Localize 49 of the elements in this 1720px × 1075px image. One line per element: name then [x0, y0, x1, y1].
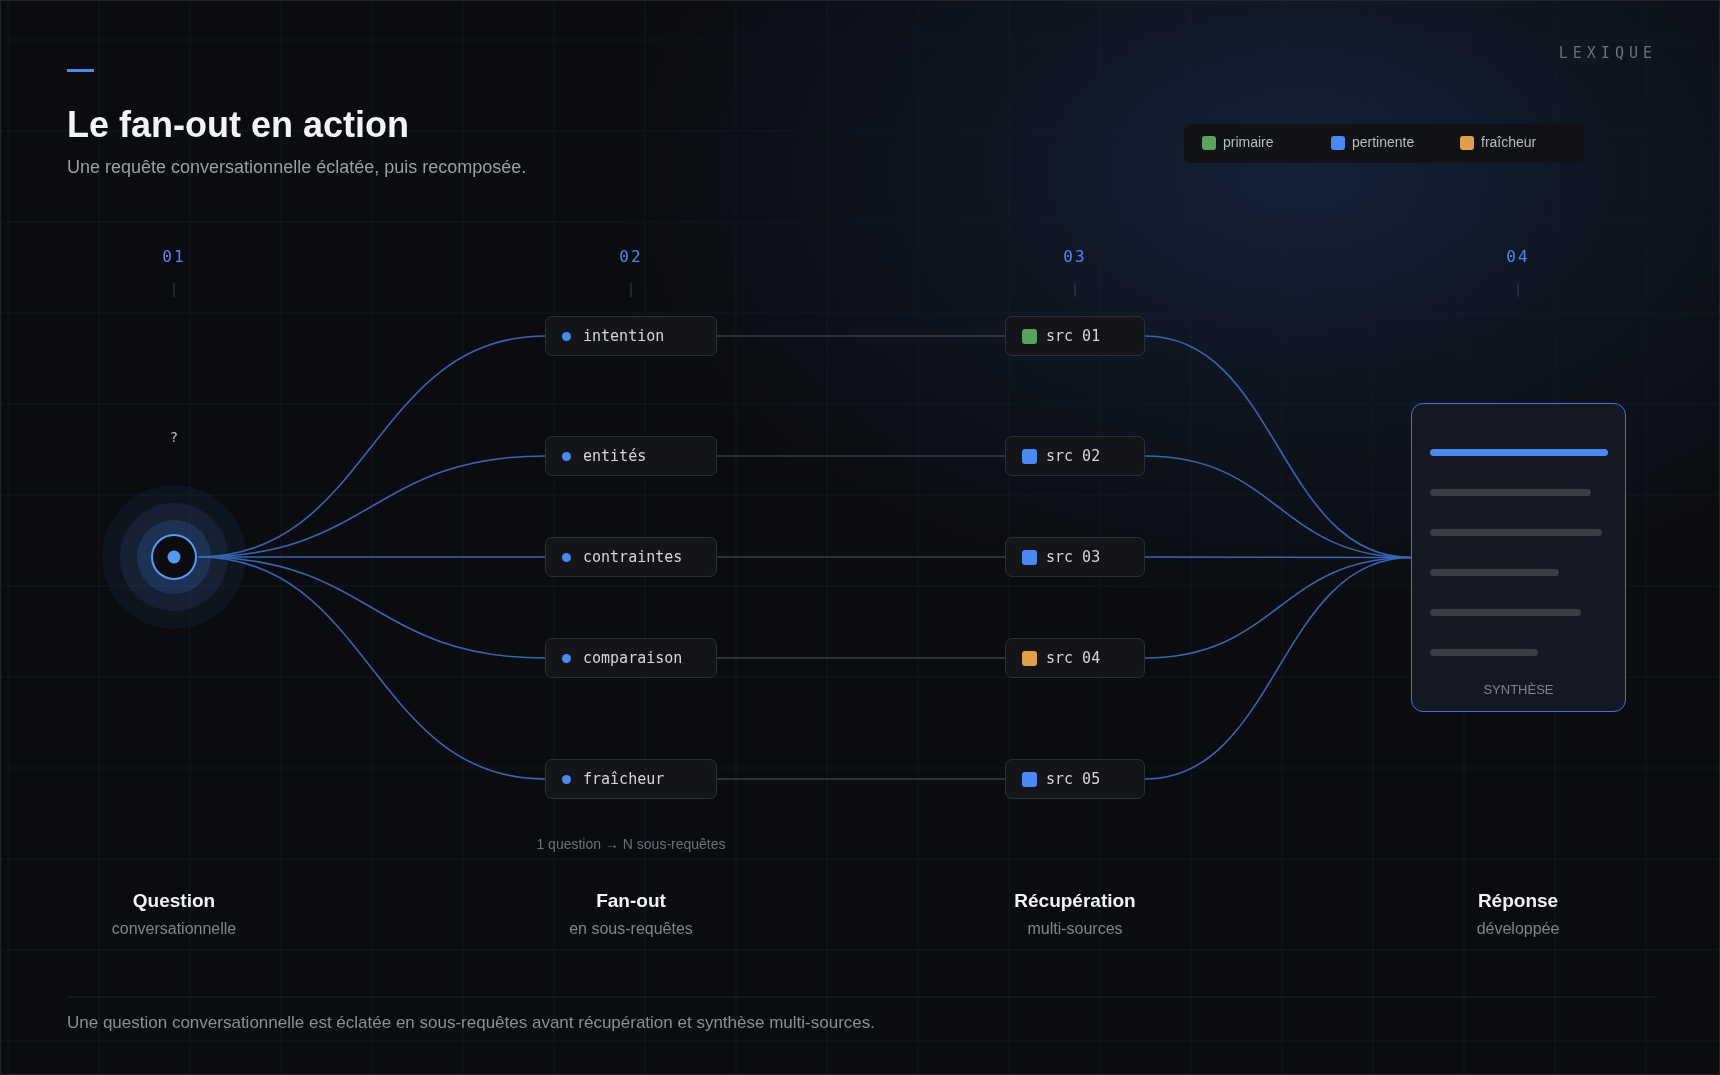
connector-line — [716, 657, 1006, 659]
stage-title: Réponse — [1477, 890, 1559, 912]
source-label: src 05 — [1046, 770, 1101, 788]
connector-line — [716, 556, 1006, 558]
subquery-box — [545, 436, 717, 476]
stage-subtitle: développée — [1476, 920, 1560, 938]
question-mark: ? — [169, 429, 179, 445]
subquery-label: contraintes — [583, 548, 683, 566]
step-number: 04 — [1506, 247, 1530, 266]
connector-line — [716, 335, 1006, 337]
connector-line — [1144, 556, 1412, 780]
stage-title: Récupération — [1014, 890, 1136, 912]
source-box — [1005, 759, 1145, 799]
source-label: src 04 — [1046, 649, 1101, 667]
subquery-label: intention — [583, 327, 665, 345]
source-box — [1005, 436, 1145, 476]
footer-caption: Une question conversationnelle est éclatée en sous-requêtes avant récupération et synthèse multi-sources. — [67, 1013, 875, 1033]
step-number: 02 — [619, 247, 643, 266]
source-label: src 01 — [1046, 327, 1101, 345]
source-label: src 02 — [1046, 447, 1101, 465]
subquery-label: entités — [583, 447, 647, 465]
subquery-box — [545, 537, 717, 577]
legend-label: primaire — [1223, 134, 1274, 150]
stage-subtitle: multi-sources — [1027, 920, 1123, 938]
subquery-label: comparaison — [583, 649, 683, 667]
subquery-box — [545, 316, 717, 356]
subquery-label: fraîcheur — [583, 770, 665, 788]
step-number: 01 — [162, 247, 186, 266]
stage-subtitle: en sous-requêtes — [569, 920, 693, 938]
stage-subtitle: conversationnelle — [111, 920, 237, 938]
step-number: 03 — [1063, 247, 1087, 266]
card-label: SYNTHÈSE — [1482, 682, 1555, 697]
stage-title: Question — [132, 890, 216, 912]
title: Le fan-out en action — [67, 104, 409, 146]
source-box — [1005, 638, 1145, 678]
subquery-box — [545, 759, 717, 799]
synthesis-card — [1411, 403, 1626, 712]
source-box — [1005, 537, 1145, 577]
subtitle: Une requête conversationnelle éclatée, puis recomposée. — [67, 157, 527, 178]
ratio-note: 1 question → N sous-requêtes — [536, 836, 726, 852]
connector-line — [716, 455, 1006, 457]
subquery-box — [545, 638, 717, 678]
connector-line — [716, 778, 1006, 780]
stage-title: Fan-out — [596, 890, 666, 912]
legend-label: fraîcheur — [1481, 134, 1537, 150]
section-label: LEXIQUE — [1558, 44, 1657, 62]
source-box — [1005, 316, 1145, 356]
legend-label: pertinente — [1352, 134, 1415, 150]
source-label: src 03 — [1046, 548, 1101, 566]
